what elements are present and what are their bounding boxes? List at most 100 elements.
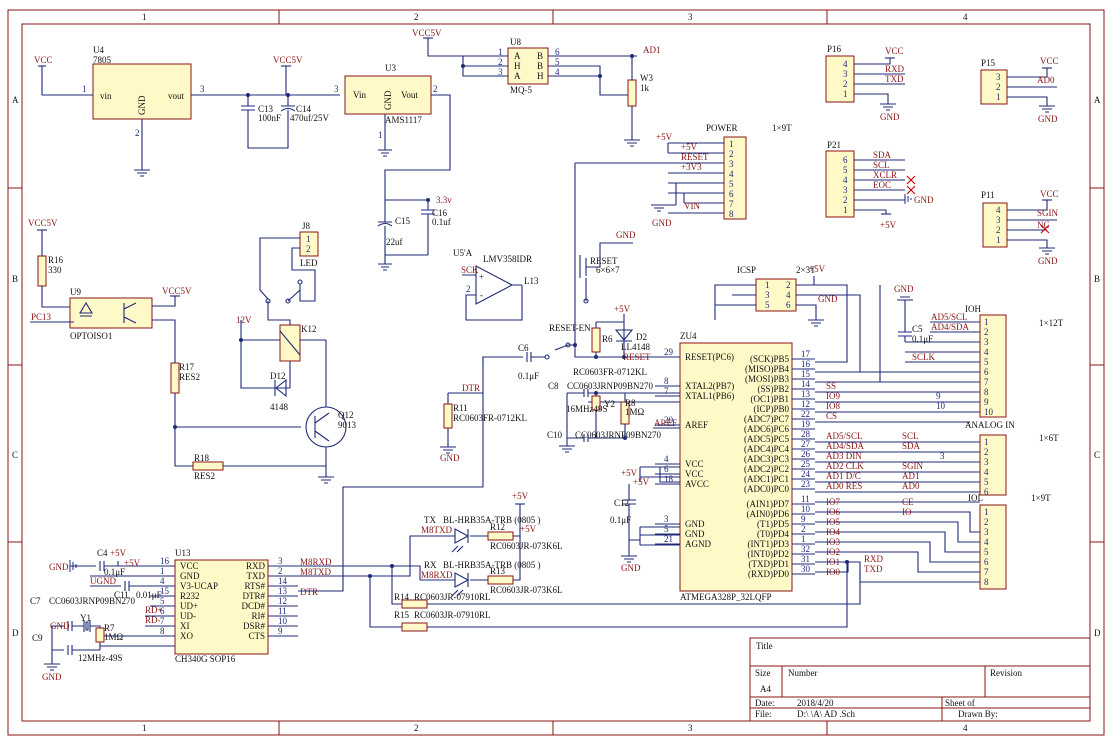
col-label-bottom-2: 2 — [414, 723, 419, 733]
d12-value: 4148 — [270, 402, 289, 412]
mcu-net-ad0: AD0 RES — [826, 481, 862, 491]
u8-vcc: VCC5V — [412, 28, 442, 38]
q12-ref: Q12 — [338, 410, 354, 420]
u4-pin3: 3 — [200, 84, 205, 94]
tx-led-net: M8TXD — [421, 525, 452, 535]
reset-net-label: RESET — [623, 352, 651, 362]
mcu-net-io7: IO7 — [826, 497, 840, 507]
analog-in-net-ad1: AD1 — [902, 471, 920, 481]
uart-lines: R14 RC0603JR-07910RL R15 RC0603JR-07910R… — [298, 535, 861, 632]
zu4-right-pin-num: 26 — [801, 449, 811, 459]
mcu-net-io9: IO9 — [826, 391, 840, 401]
u9-vcc: VCC5V — [162, 286, 192, 296]
j8-pin-1: 1 — [306, 234, 311, 244]
zu4-right-pin-num: 32 — [801, 544, 810, 554]
power-net-3v3: +3V3 — [681, 162, 702, 172]
power-pin-7: 7 — [729, 199, 734, 209]
power-vcc: +5V — [656, 132, 673, 142]
revision-label: Revision — [990, 668, 1023, 678]
u5-sck: SCK — [461, 265, 479, 275]
analog-in-net-scl: SCL — [902, 431, 919, 441]
rx-led-label: RX — [424, 560, 437, 570]
u13-left-pin-num: 16 — [160, 556, 170, 566]
p16-ref: P16 — [827, 44, 842, 54]
row-label-left-a: A — [12, 95, 19, 105]
u13-right-pin-name: RXD — [246, 561, 266, 571]
y1-ref: Y1 — [80, 613, 91, 623]
zu4-left-pin-num: 3 — [664, 514, 669, 524]
c4-value: 0.1μF — [104, 567, 125, 577]
p21-pin-5: 5 — [843, 165, 848, 175]
iol-ref: IOL — [968, 493, 983, 503]
u8-pin-num-5: 5 — [555, 57, 560, 67]
p16-net-vcc: VCC — [885, 46, 904, 56]
ioh-pin-number: 3 — [984, 337, 989, 347]
ioh-pin-number: 10 — [984, 407, 994, 417]
power-pin-4: 4 — [729, 169, 734, 179]
c6-value: 0.1μF — [518, 371, 539, 381]
c11-value: 0.01μF — [136, 590, 162, 600]
icsp-pin-2: 2 — [786, 280, 791, 290]
u13-left-pin-num: 4 — [160, 576, 165, 586]
u13-right-pin-name: CTS — [248, 631, 265, 641]
u5-opamp: U5'A LMV358IDR + - SCK 2 L13 — [453, 248, 539, 321]
zu4-right-pin-num: 12 — [801, 399, 810, 409]
power-pin-1: 1 — [729, 139, 734, 149]
c5-ref: C5 — [912, 324, 923, 334]
ioh-gnd: GND — [894, 284, 914, 294]
p15-gnd: GND — [1038, 114, 1058, 124]
d12-ref: D12 — [270, 371, 286, 381]
reset-en-ref: RESET-EN — [549, 323, 591, 333]
r11-dtr: R11 RC0603FR-0712KL DTR GND — [298, 357, 527, 592]
zu4-right-pin-name: (INT0)PD2 — [748, 549, 790, 559]
zu4-right-pin-name: (RXD)PD0 — [748, 569, 790, 579]
u4-vcc-label: VCC — [34, 55, 53, 65]
u8-pin-b1: B — [537, 51, 543, 61]
mcu-crystal: C8 CC0603JRNP09BN270 Y2 16MHz49S R8 1MΩ … — [547, 381, 680, 453]
zu4-left-pin-name: AREF — [685, 420, 708, 430]
u4-vin: vin — [100, 91, 112, 101]
u13-left-pin-name: XO — [180, 631, 193, 641]
icsp-header: ICSP 2×3T 1 2 3 4 5 6 +5V GND — [714, 264, 861, 372]
u13-left-pin-num: 5 — [160, 596, 165, 606]
zu4-right-pin-num: 19 — [801, 419, 811, 429]
r18-value: RES2 — [194, 471, 215, 481]
row-label-right-d: D — [1094, 628, 1101, 638]
r18-ref: R18 — [194, 453, 210, 463]
r11-net: DTR — [462, 383, 480, 393]
zu4-right-pin-name: (AIN0)PD6 — [747, 509, 790, 519]
c5-value: 0.1μF — [912, 334, 933, 344]
p11-connector: P11 4 3 2 1 VCC SGIN NC GND — [981, 189, 1059, 266]
zu4-right-pin-name: (ADC2)PC2 — [744, 464, 789, 474]
ioh-net-ad5: AD5/SCL — [931, 312, 968, 322]
j8-pin-2: 2 — [306, 244, 311, 254]
p15-net-ad0: AD0 — [1037, 75, 1055, 85]
analog_in-pin-number: 4 — [984, 467, 989, 477]
aref-net: AREF — [653, 418, 680, 429]
p16-net-txd: TXD — [885, 74, 904, 84]
u3-ref: U3 — [385, 63, 396, 73]
u3-value: AMS1117 — [385, 115, 422, 125]
u13-left-pin-num: 1 — [160, 566, 165, 576]
y2-value: 16MHz49S — [566, 404, 608, 414]
p15-pin-1: 1 — [996, 92, 1001, 102]
p15-net-vcc: VCC — [1040, 56, 1059, 66]
y1-value: 12MHz-49S — [78, 653, 123, 663]
c11-ref: C11 — [114, 590, 129, 600]
zu4-right-pin-num: 16 — [801, 359, 811, 369]
r11-value: RC0603FR-0712KL — [453, 413, 527, 423]
u13-net-m8txd: M8TXD — [300, 567, 331, 577]
u13-left-pin-num: 7 — [160, 616, 165, 626]
reset-resistor-note: RC0603FR-0712KL — [573, 367, 647, 377]
icsp-ref: ICSP — [737, 265, 756, 275]
p21-net-scl: SCL — [873, 160, 890, 170]
usb-support-parts: GND C4 +5V +5V 0.1μF UGND C11 0.01μF C7 … — [30, 548, 175, 682]
c4-vcc-b: +5V — [124, 558, 141, 568]
u13-left-pin-name: UD- — [180, 611, 196, 621]
col-label-top-4: 4 — [963, 12, 968, 22]
ioh-pin-number: 8 — [984, 387, 989, 397]
c15-ref: C15 — [395, 216, 411, 226]
